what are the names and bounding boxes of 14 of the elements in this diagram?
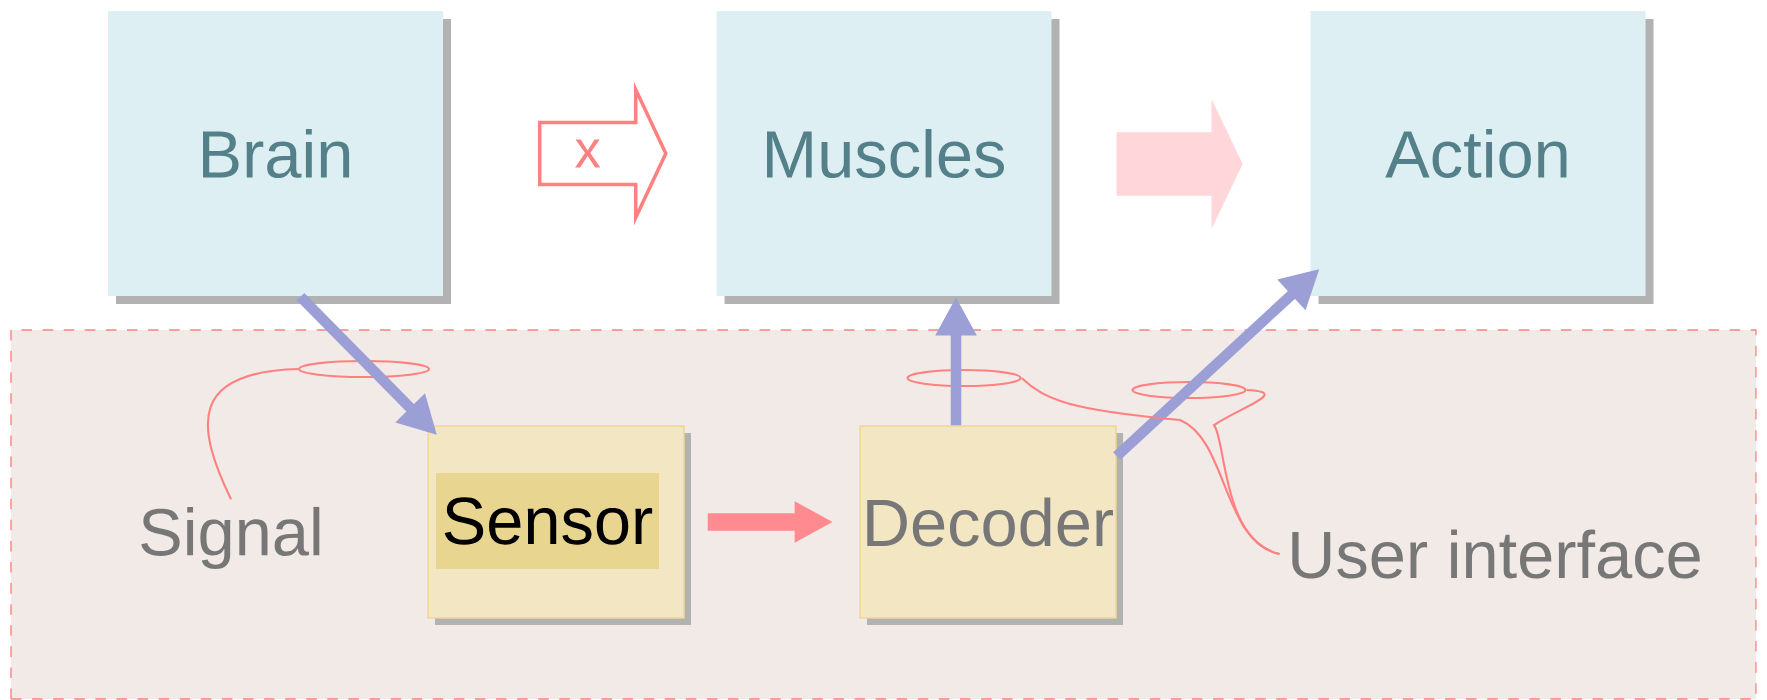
process-box: Muscles (716, 11, 1060, 304)
process-box: Brain (108, 11, 451, 304)
edge-label: x (571, 136, 605, 171)
process-box: Action (1310, 11, 1654, 304)
annotation-text: User interface (1292, 529, 1700, 579)
leader-line (207, 367, 299, 500)
ellipse-marker (906, 368, 1022, 388)
process-box: Decoder (859, 425, 1123, 625)
annotation-text: Signal (141, 506, 320, 570)
ellipse-marker (297, 359, 431, 379)
process-box: Sensor (427, 425, 691, 625)
leader-line (1212, 388, 1280, 555)
block-arrow (1116, 98, 1243, 230)
ellipse-marker (1131, 380, 1247, 400)
